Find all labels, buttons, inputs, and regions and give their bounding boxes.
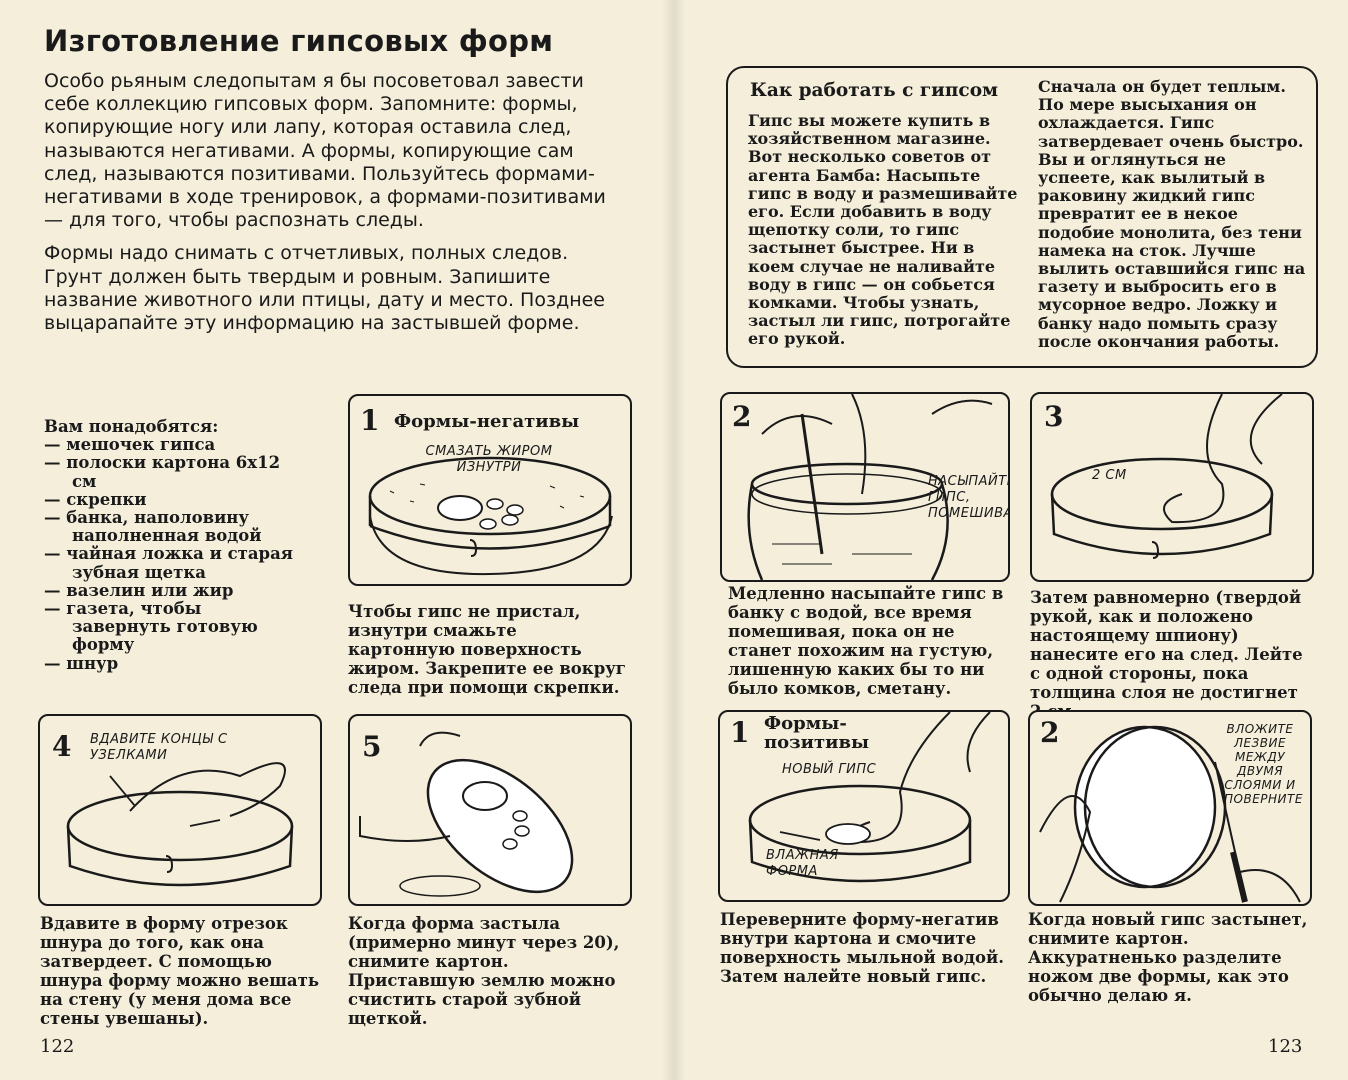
panel-negatives-step-1: 1 Формы-негативы СМАЗАТЬ ЖИРОМ ИЗНУТРИ	[348, 394, 632, 586]
intro-text: Особо рьяным следопытам я бы посоветовал…	[44, 70, 624, 335]
supply-item: — полоски картона 6х12 см	[44, 453, 281, 491]
step-number: 2	[1040, 716, 1060, 749]
step-number: 5	[362, 730, 382, 763]
tip-title: Как работать с гипсом	[750, 80, 999, 101]
mold-ring-illustration	[368, 456, 613, 576]
supplies-heading: Вам понадобятся:	[44, 417, 219, 436]
supply-item: — чайная ложка и старая зубная щетка	[44, 544, 293, 582]
panel-label: НАСЫПАЙТЕ ГИПС, ПОМЕШИВАЯ	[928, 474, 1010, 521]
panel-label: СМАЗАТЬ ЖИРОМ ИЗНУТРИ	[425, 444, 553, 475]
panel-positives-2-caption: Когда новый гипс застынет, снимите карто…	[1028, 910, 1308, 1005]
step-number: 3	[1044, 400, 1064, 433]
step-number: 2	[732, 400, 752, 433]
supply-item: — мешочек гипса	[44, 435, 216, 455]
step-number: 1	[360, 404, 380, 437]
panel-positives-step-1: 1 Формы-позитивы НОВЫЙ ГИПС ВЛАЖНАЯ ФОРМ…	[718, 710, 1010, 902]
step-number: 4	[52, 730, 72, 763]
panel-positives-1-caption: Переверните форму-негатив внутри картона…	[720, 910, 1004, 986]
panel-positives-step-2: 2 ВЛОЖИТЕ ЛЕЗВИЕ МЕЖДУ ДВУМЯ СЛОЯМИ И ПО…	[1028, 710, 1312, 906]
new-plaster-illustration	[748, 712, 991, 883]
supply-item: — банка, наполовину наполненная водой	[44, 508, 262, 546]
supply-item: — скрепки	[44, 489, 147, 509]
tip-text-right: Сначала он будет теплым. По мере высыхан…	[1038, 77, 1306, 351]
supply-item: — вазелин или жир	[44, 580, 234, 600]
lifted-mold-illustration	[359, 731, 574, 897]
intro-paragraph-1: Особо рьяным следопытам я бы посоветовал…	[44, 70, 606, 232]
string-mold-illustration	[66, 762, 294, 887]
intro-paragraph-2: Формы надо снимать с отчетливых, полных …	[44, 242, 606, 335]
step-number: 1	[730, 716, 750, 749]
tip-box	[726, 66, 1318, 368]
panel-5-caption: Когда форма застыла (примерно минут чере…	[348, 914, 620, 1028]
splitting-knife-illustration	[1039, 725, 1301, 903]
jar-mixing-illustration	[747, 394, 993, 580]
page-number: 122	[40, 1036, 75, 1057]
supply-item: — шнур	[44, 653, 119, 673]
page-number: 123	[1268, 1036, 1303, 1057]
panel-2-caption: Медленно насыпайте гипс в банку с водой,…	[728, 584, 1004, 698]
panel-label: ВЛОЖИТЕ ЛЕЗВИЕ МЕЖДУ ДВУМЯ СЛОЯМИ И ПОВЕ…	[1224, 722, 1303, 806]
panel-title: Формы-негативы	[394, 411, 580, 432]
panel-4-caption: Вдавите в форму отрезок шнура до того, к…	[40, 914, 320, 1028]
right-page: Как работать с гипсом Гипс вы можете куп…	[674, 0, 1348, 1080]
panel-label: ВЛАЖНАЯ ФОРМА	[766, 848, 839, 879]
panel-3-caption: Затем равномерно (твердой рукой, как и п…	[1030, 588, 1303, 721]
panel-negatives-step-4: 4 ВДАВИТЕ КОНЦЫ С УЗЕЛКАМИ	[38, 714, 322, 906]
panel-label: НОВЫЙ ГИПС	[782, 762, 877, 777]
tip-text-left: Гипс вы можете купить в хозяйственном ма…	[748, 111, 1018, 349]
panel-negatives-step-2: 2 НАСЫПАЙТЕ ГИПС, ПОМЕШИВАЯ	[720, 392, 1010, 582]
panel-negatives-step-5: 5	[348, 714, 632, 906]
supply-item: — газета, чтобы завернуть готовую форму	[44, 599, 258, 655]
panel-label: ВДАВИТЕ КОНЦЫ С УЗЕЛКАМИ	[90, 732, 228, 763]
left-page: Изготовление гипсовых форм Особо рьяным …	[38, 24, 632, 1057]
supplies-list: Вам понадобятся: — мешочек гипса — полос…	[44, 417, 294, 673]
panel-negatives-step-3: 3 2 СМ	[1030, 392, 1314, 582]
pouring-plaster-illustration	[1050, 394, 1283, 559]
panel-label: 2 СМ	[1092, 468, 1127, 483]
page-title: Изготовление гипсовых форм	[44, 24, 554, 58]
panel-1-caption: Чтобы гипс не пристал, изнутри смажьте к…	[348, 602, 626, 697]
book-gutter	[662, 0, 686, 1080]
panel-title: Формы-позитивы	[764, 713, 870, 753]
